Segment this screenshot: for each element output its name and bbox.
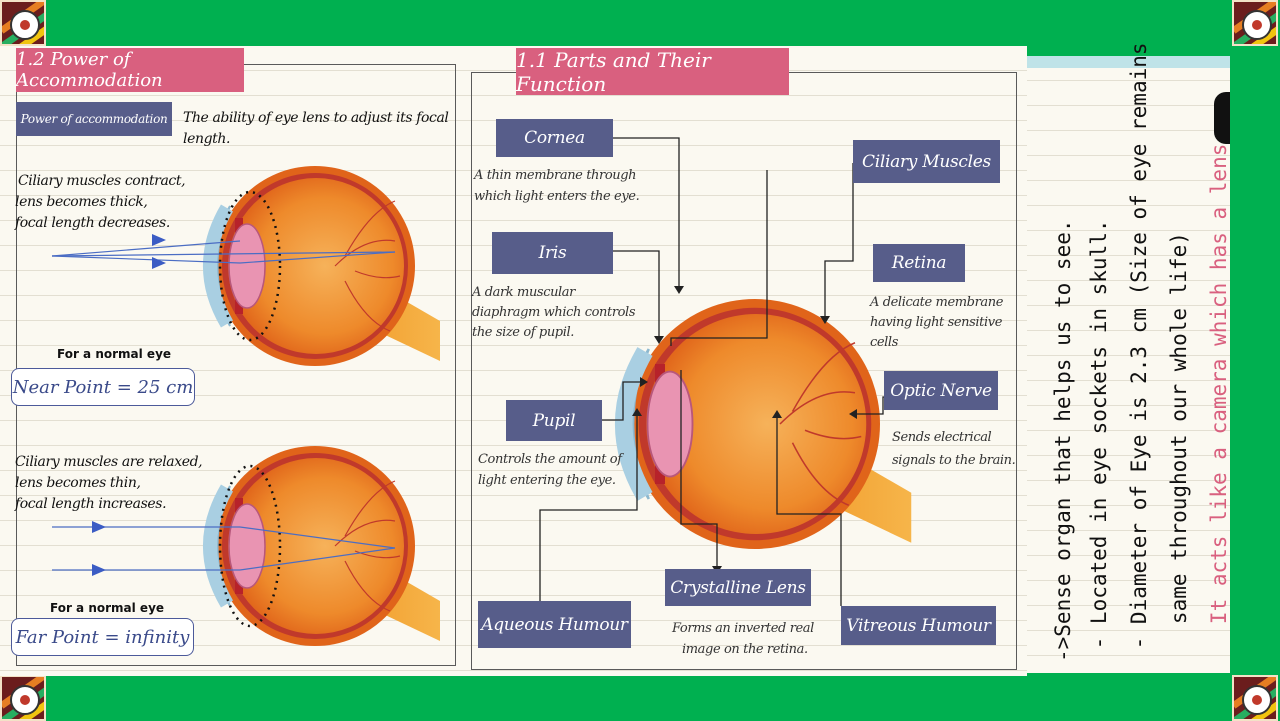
- section-title: 1.1 Parts and Their Function: [516, 48, 789, 96]
- ciliary-muscles-label: Ciliary Muscles: [853, 140, 1000, 183]
- far-point-box: Far Point = infinity: [11, 618, 194, 656]
- top-eye-line-1: Ciliary muscles contract,: [18, 173, 186, 189]
- lens-desc-1: Forms an inverted real: [672, 621, 814, 636]
- bottom-eye-line-2: lens becomes thin,: [15, 475, 141, 491]
- section-title: 1.2 Power of Accommodation: [16, 48, 244, 92]
- iris-desc-2: diaphragm which controls: [472, 305, 636, 320]
- logo-icon: [1232, 675, 1278, 721]
- top-eye-line-3: focal length decreases.: [15, 215, 170, 231]
- optic-nerve-label: Optic Nerve: [884, 371, 998, 410]
- bottom-eye-caption: For a normal eye: [50, 601, 165, 615]
- pupil-label: Pupil: [506, 400, 602, 441]
- aqueous-humour-label: Aqueous Humour: [478, 601, 631, 648]
- parts-panel: 1.1 Parts and Their Function Cornea A th…: [465, 46, 1027, 676]
- crystalline-lens-label: Crystalline Lens: [665, 569, 811, 606]
- bottom-eye-line-1: Ciliary muscles are relaxed,: [15, 454, 203, 470]
- retina-label: Retina: [873, 244, 965, 282]
- logo-icon: [1232, 0, 1278, 46]
- pupil-desc-1: Controls the amount of: [478, 452, 622, 467]
- accommodation-eye-diagrams: [51, 46, 465, 676]
- logo-icon: [0, 0, 46, 46]
- fact-line-3: - Diameter of Eye is 2.3 cm (Size of eye…: [1127, 42, 1151, 662]
- cornea-label: Cornea: [496, 119, 613, 157]
- lens-desc-2: image on the retina.: [682, 642, 808, 657]
- definition-label: Power of accommodation: [16, 102, 172, 136]
- eye-anatomy-diagram: [539, 137, 1027, 606]
- iris-desc-3: the size of pupil.: [472, 325, 574, 340]
- fact-line-5: It acts like a camera which has a lens.: [1207, 130, 1231, 662]
- accommodation-panel: 1.2 Power of Accommodation Power of acco…: [0, 46, 465, 676]
- retina-desc-3: cells: [870, 335, 898, 350]
- definition-text: The ability of eye lens to adjust its fo…: [183, 110, 449, 147]
- optic-desc-1: Sends electrical: [892, 430, 992, 445]
- logo-icon: [0, 675, 46, 721]
- retina-desc-1: A delicate membrane: [870, 295, 1004, 310]
- eye-facts-panel: ->Sense organ that helps us to see. - Lo…: [1027, 42, 1231, 673]
- retina-desc-2: having light sensitive: [870, 315, 1003, 330]
- bottom-eye-line-3: focal length increases.: [15, 496, 167, 512]
- optic-desc-2: signals to the brain.: [892, 453, 1016, 468]
- cornea-desc-1: A thin membrane through: [474, 168, 637, 183]
- cornea-desc-2: which light enters the eye.: [474, 189, 640, 204]
- fact-line-4: same throughout our whole life): [1167, 232, 1191, 662]
- fact-line-2: - Located in eye sockets in skull.: [1087, 219, 1111, 662]
- vitreous-humour-label: Vitreous Humour: [841, 606, 996, 645]
- iris-label: Iris: [492, 232, 613, 274]
- top-eye-caption: For a normal eye: [57, 347, 172, 361]
- pupil-desc-2: light entering the eye.: [478, 473, 616, 488]
- top-band: [0, 0, 1280, 46]
- camera-notch: [1214, 92, 1230, 144]
- bottom-band: [0, 676, 1280, 721]
- top-eye-line-2: lens becomes thick,: [15, 194, 148, 210]
- panel-top-strip: [1027, 56, 1230, 68]
- iris-desc-1: A dark muscular: [472, 285, 575, 300]
- near-point-box: Near Point = 25 cm: [11, 368, 195, 406]
